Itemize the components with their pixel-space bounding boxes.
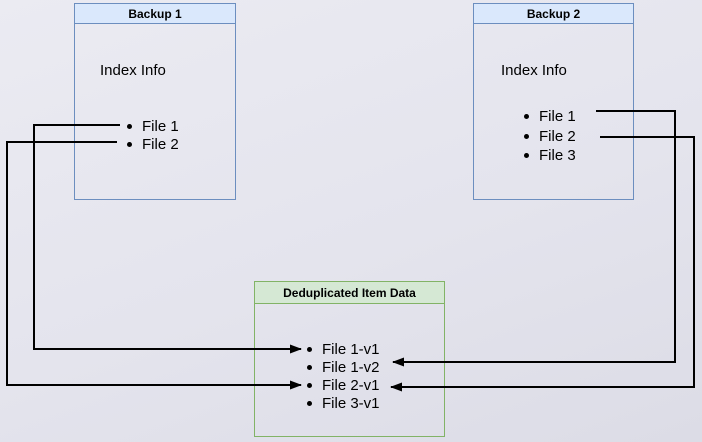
list-item-label: File 1 [142, 117, 179, 135]
list-item-label: File 1-v1 [322, 340, 380, 358]
list-item-label: File 3 [539, 147, 576, 165]
deduplicated-item-list: File 1-v1 File 1-v2 File 2-v1 File 3-v1 [307, 340, 380, 412]
bullet-icon [307, 400, 312, 406]
backup2-title: Backup 2 [474, 4, 633, 24]
bullet-icon [127, 141, 132, 147]
list-item: File 1 [524, 107, 576, 127]
backup2-file-list: File 1 File 2 File 3 [524, 107, 576, 166]
backup1-box: Backup 1 Index Info File 1 File 2 [74, 3, 236, 200]
list-item: File 3 [524, 146, 576, 166]
list-item: File 1 [127, 117, 179, 135]
list-item: File 2 [127, 135, 179, 153]
list-item: File 1-v2 [307, 358, 380, 376]
list-item-label: File 1-v2 [322, 358, 380, 376]
list-item: File 3-v1 [307, 394, 380, 412]
list-item: File 1-v1 [307, 340, 380, 358]
backup1-file-list: File 1 File 2 [127, 117, 179, 153]
list-item-label: File 1 [539, 108, 576, 126]
list-item: File 2 [524, 127, 576, 147]
bullet-icon [307, 382, 312, 388]
bullet-icon [524, 133, 529, 139]
bullet-icon [524, 114, 529, 120]
deduplicated-item-data-title: Deduplicated Item Data [255, 282, 444, 304]
list-item-label: File 2 [142, 135, 179, 153]
backup2-index-info-label: Index Info [501, 62, 567, 79]
bullet-icon [127, 123, 132, 129]
deduplicated-item-data-box: Deduplicated Item Data File 1-v1 File 1-… [254, 281, 445, 437]
list-item-label: File 3-v1 [322, 394, 380, 412]
list-item-label: File 2-v1 [322, 376, 380, 394]
bullet-icon [307, 346, 312, 352]
list-item: File 2-v1 [307, 376, 380, 394]
bullet-icon [524, 153, 529, 159]
list-item-label: File 2 [539, 127, 576, 145]
backup2-box: Backup 2 Index Info File 1 File 2 File 3 [473, 3, 634, 200]
bullet-icon [307, 364, 312, 370]
backup1-index-info-label: Index Info [100, 62, 166, 79]
backup1-title: Backup 1 [75, 4, 235, 24]
